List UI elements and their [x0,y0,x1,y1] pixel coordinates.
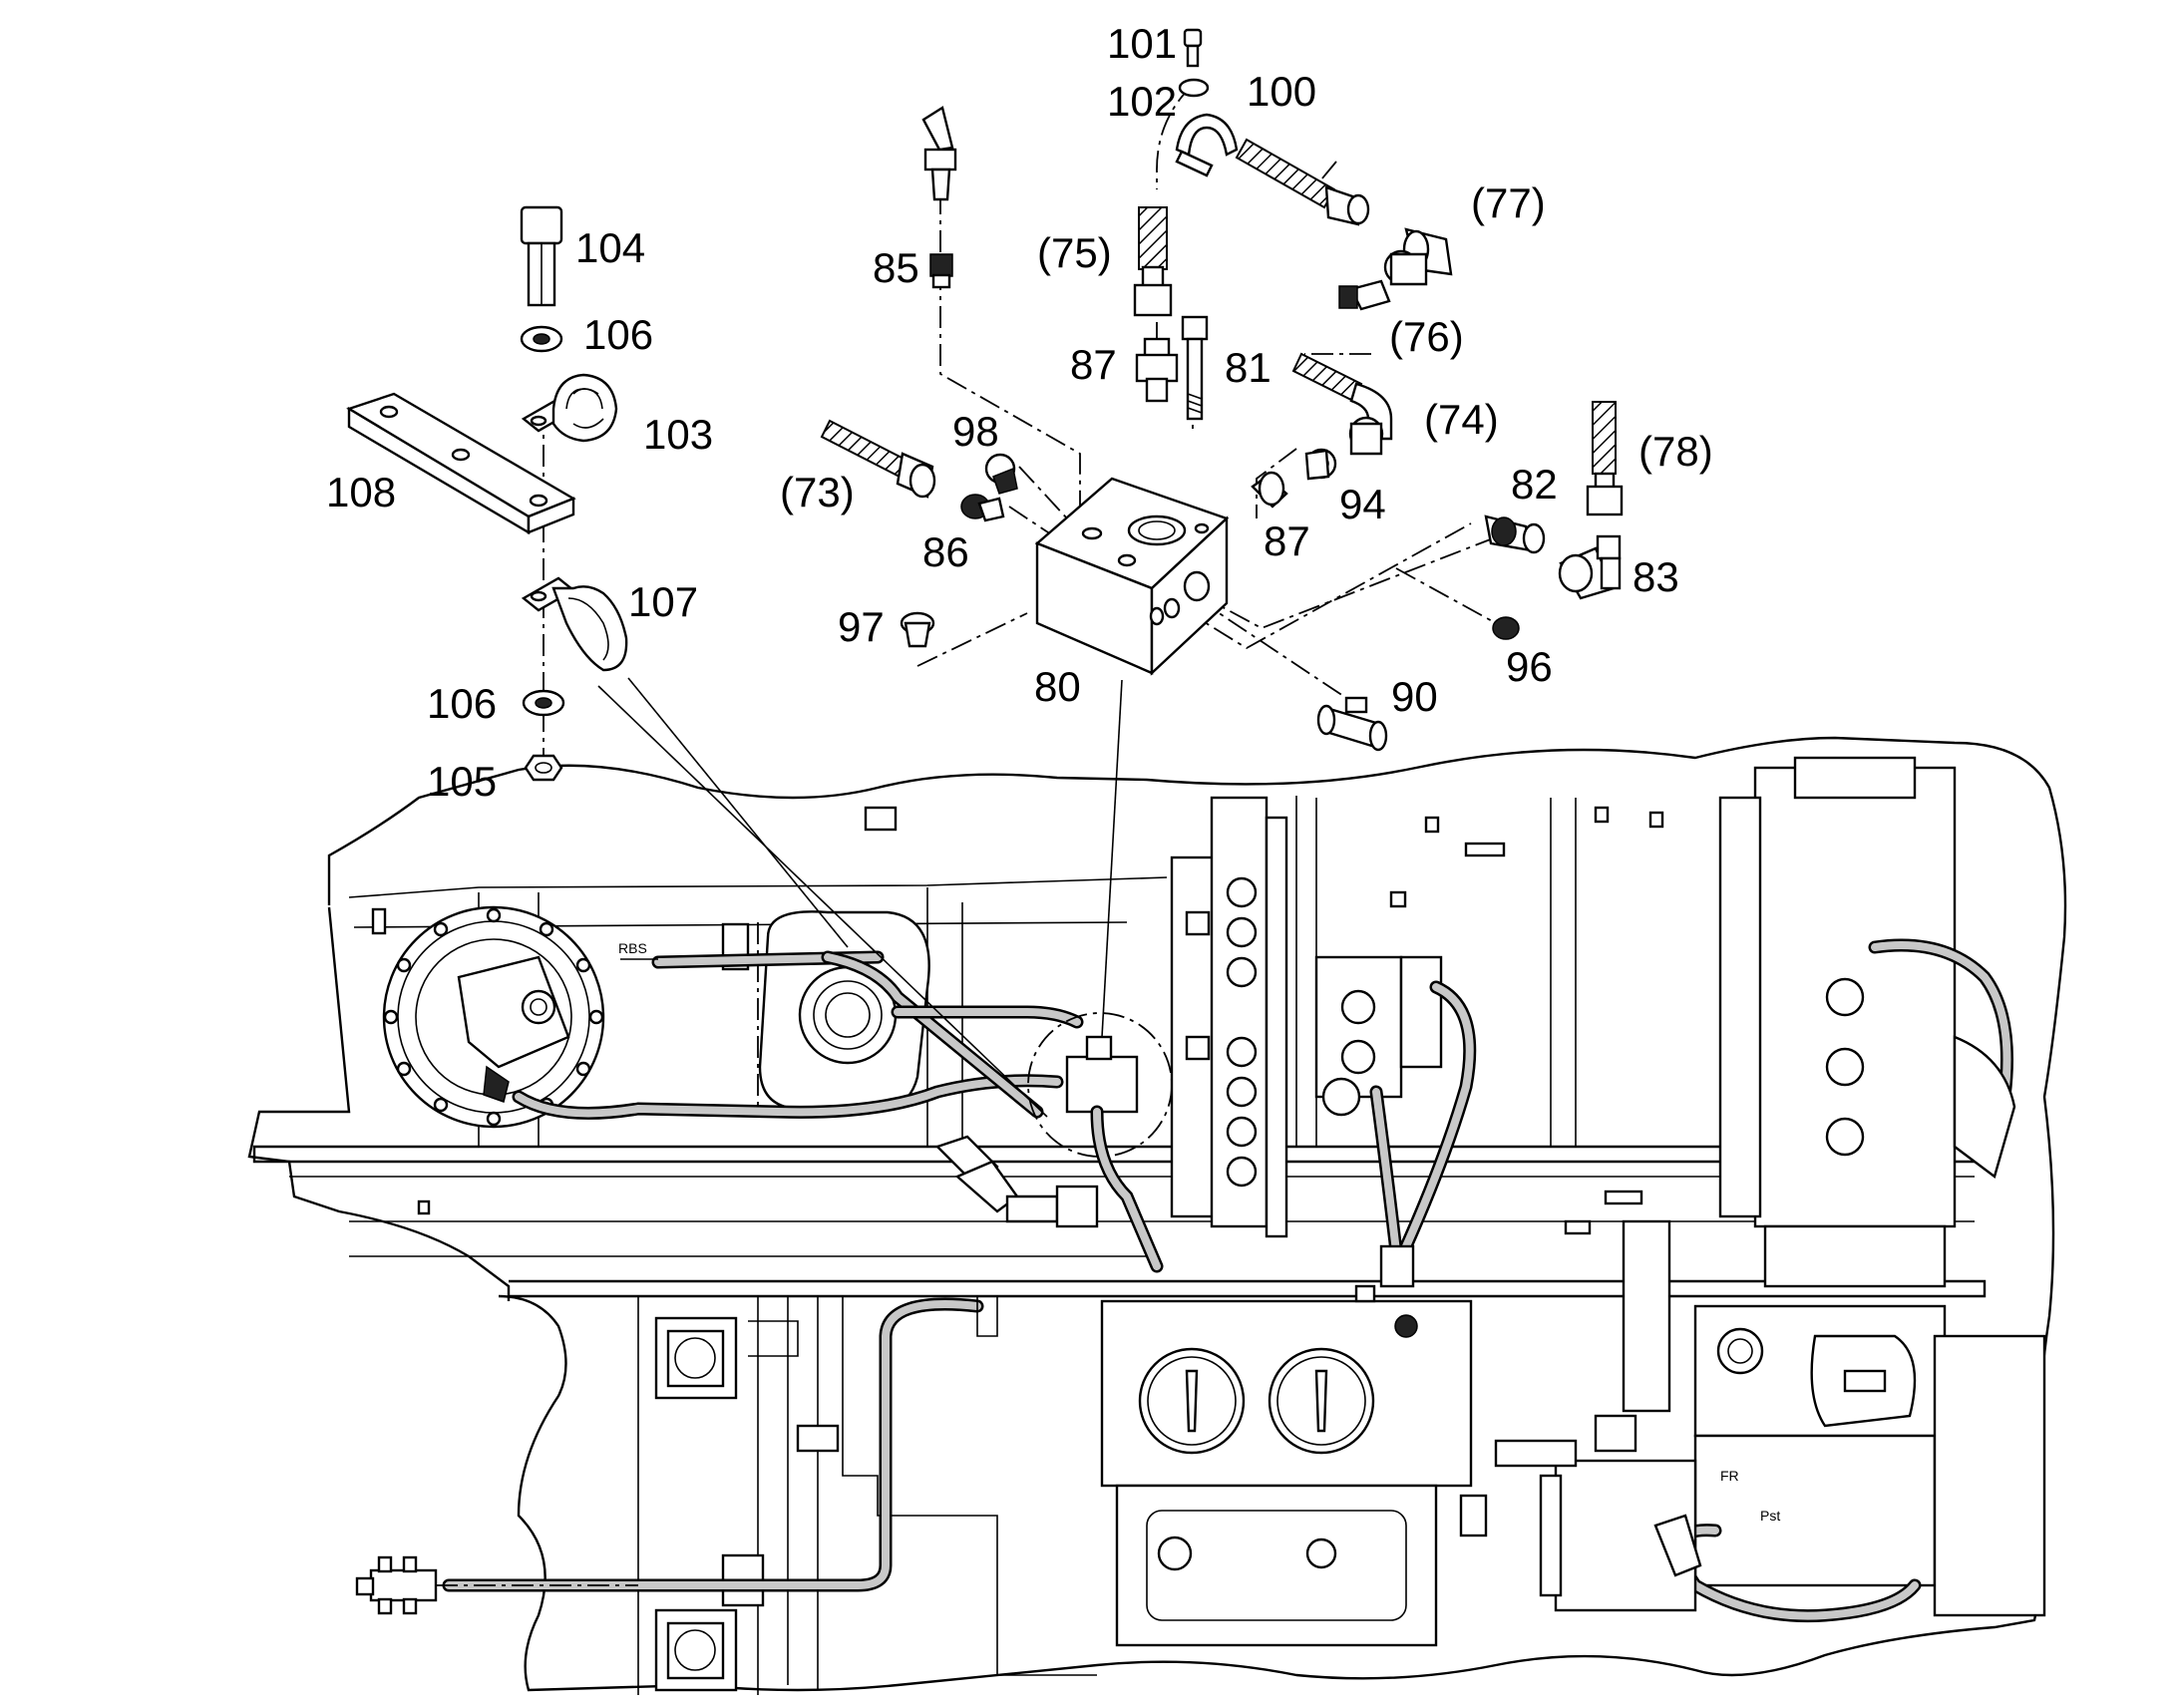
label-94: 94 [1339,481,1386,527]
valve-block-80 [1034,477,1230,676]
label-106-top: 106 [583,311,653,358]
label-78: (78) [1638,428,1713,475]
label-87-right: 87 [1264,517,1310,564]
machine-assembly: RBS [247,736,2067,1695]
screw-101 [1183,28,1203,68]
hose-segment-100 [1235,138,1336,209]
hose-73 [820,419,936,499]
bolt-81 [1181,315,1209,421]
label-107: 107 [628,578,698,625]
test-point-fitting [355,1555,438,1615]
label-77: (77) [1471,179,1546,226]
nut-105 [524,754,563,782]
hose-elbow-74 [1291,352,1393,456]
label-97: 97 [838,603,885,650]
label-74: (74) [1424,396,1499,443]
fr-label: FR [1720,1468,1739,1484]
plate-108 [346,392,576,535]
lower-frame-left [637,1296,1097,1695]
pump-cylinder [1539,1459,1702,1612]
label-102: 102 [1107,78,1177,125]
label-73: (73) [780,469,855,515]
label-108: 108 [326,469,396,515]
tee-fitting-90 [1316,696,1388,752]
label-75: (75) [1037,229,1112,276]
elbow-83 [1558,534,1622,600]
label-85: 85 [873,244,919,291]
clamp-107 [521,576,628,672]
fitting-82 [1484,514,1546,554]
hose-78 [1586,401,1624,516]
label-104: 104 [575,224,645,271]
clamp-103 [521,373,618,443]
plug-97 [900,611,935,648]
label-86: 86 [922,528,969,575]
hose-end-75 [1133,206,1173,317]
label-100: 100 [1247,68,1316,115]
plug-86 [960,494,1005,522]
label-82: 82 [1511,461,1558,508]
fitting-87-top [1135,337,1179,403]
control-valve-stack [1170,796,1288,1238]
label-101: 101 [1107,20,1177,67]
fitting-87-right [1251,471,1288,509]
part-number-labels: 101 102 100 104 106 103 108 107 106 105 … [326,20,1713,805]
clamp-100 [1175,113,1239,177]
valve-block-installed [1065,1035,1139,1114]
label-80: 80 [1034,663,1081,710]
label-103: 103 [643,411,713,458]
hydraulic-tank [1100,1299,1473,1647]
plug-96 [1492,616,1520,640]
label-81: 81 [1225,344,1272,391]
pst-label: Pst [1760,1508,1780,1524]
label-106-bottom: 106 [427,680,497,727]
directional-valve-block [1314,955,1443,1117]
fitting-94 [1304,448,1337,481]
label-96: 96 [1506,643,1553,690]
washer-106-top [520,325,563,353]
elbow-fitting-77 [1383,227,1453,286]
washer-106-bottom [522,689,565,717]
washer-102 [1178,78,1210,98]
rbs-label: RBS [618,940,647,956]
fitting-76 [1338,279,1391,311]
engine-assembly [1693,756,2046,1617]
label-90: 90 [1391,673,1438,720]
label-83: 83 [1633,553,1679,600]
label-105: 105 [427,758,497,805]
lower-left-fittings [934,1135,1099,1228]
label-87-top: 87 [1070,341,1117,388]
fitting-85 [921,106,957,289]
travel-motor-left [382,905,605,1129]
plug-98 [984,453,1018,495]
label-76: (76) [1389,313,1464,360]
label-98: 98 [952,408,999,455]
bolt-104 [520,205,563,307]
